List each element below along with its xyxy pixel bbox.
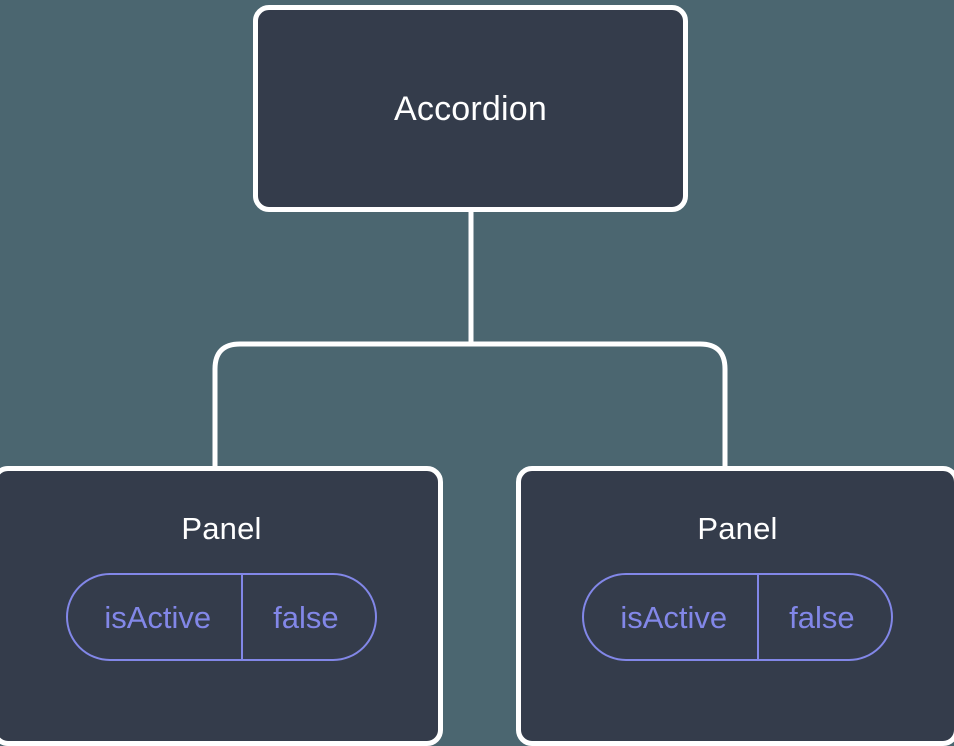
node-accordion[interactable]: Accordion [253,5,688,212]
edge-child-bus [212,341,728,470]
prop-key-isactive-left: isActive [104,599,212,635]
prop-pill-left[interactable]: isActive false [66,573,377,661]
node-panel-right[interactable]: Panel isActive false [516,466,954,746]
prop-key-isactive-right: isActive [620,599,728,635]
prop-value-isactive-left: false [273,599,339,635]
node-accordion-title: Accordion [394,89,547,128]
prop-divider-right [757,575,760,659]
prop-value-isactive-right: false [789,599,855,635]
node-panel-left-title: Panel [181,511,262,546]
node-panel-right-title: Panel [697,511,778,546]
prop-pill-right[interactable]: isActive false [582,573,893,661]
node-panel-left[interactable]: Panel isActive false [0,466,443,746]
prop-divider-left [241,575,244,659]
